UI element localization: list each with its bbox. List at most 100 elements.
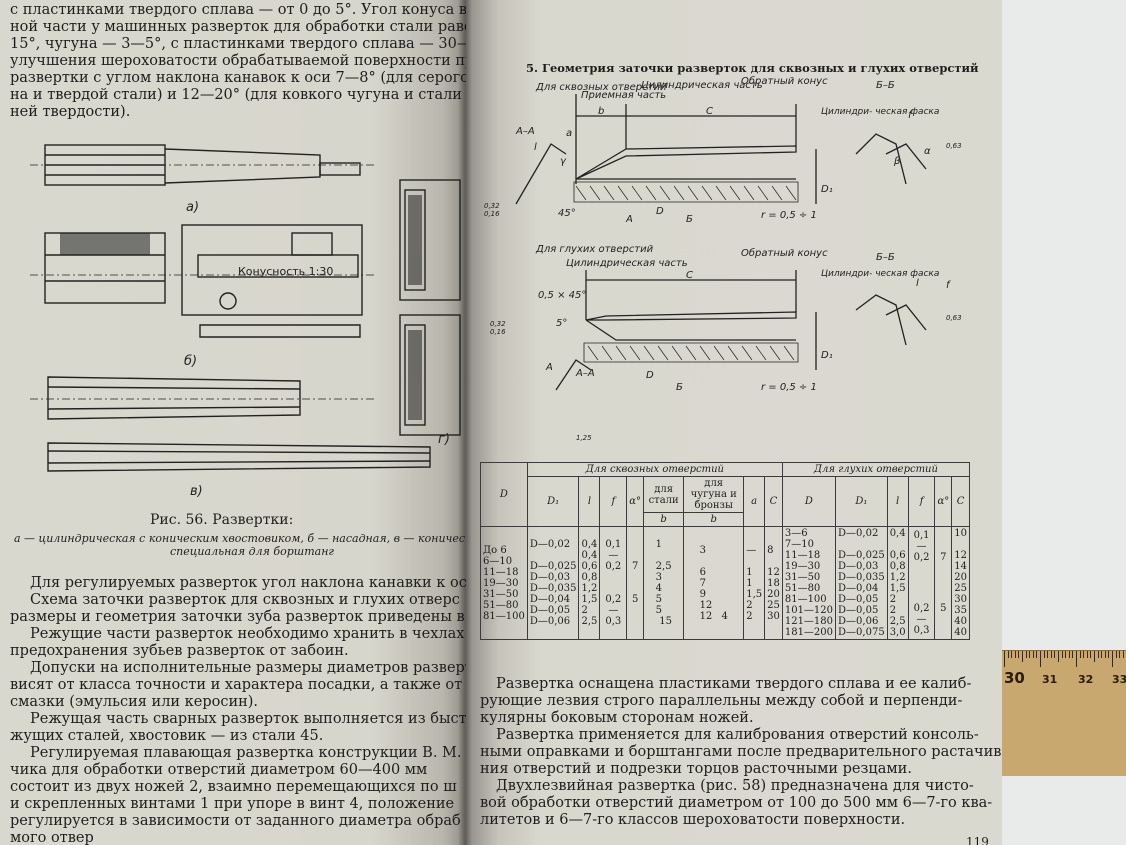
cell-blind-D1: D—0,02 D—0,025 D—0,03 D—0,035 D—0,04 D—0… <box>835 526 888 640</box>
ruler-tick <box>1094 651 1095 662</box>
chamfer-label: 0,5 × 45° <box>538 290 586 301</box>
cell-through-D1: D—0,02 D—0,025 D—0,03 D—0,035 D—0,04 D—0… <box>526 526 580 640</box>
figure-caption-title: Рис. 56. Развертки: <box>150 512 294 528</box>
text-line: чика для обработки отверстий диаметром 6… <box>10 762 428 778</box>
col-b-steel: b <box>643 512 685 527</box>
cell-through-a: — 1 1 1,5 2 2 <box>743 526 766 640</box>
cell-blind-C: 10 12 14 20 25 30 35 40 40 <box>951 526 970 640</box>
ruler-tick <box>1040 651 1041 667</box>
ruler-tick <box>1119 651 1121 658</box>
label-cylinder: Цилиндрическая часть <box>641 80 763 91</box>
text-line: висят от класса точности и характера пос… <box>10 677 463 693</box>
ruler-tick <box>1108 651 1110 658</box>
right-page: 5. Геометрия заточки разверток для сквоз… <box>466 0 1002 845</box>
dim-d1: D₁ <box>821 350 833 361</box>
cell-blind-alpha-1: 7 <box>940 552 947 563</box>
text-line: мого отвер <box>10 830 94 845</box>
ruler-tick <box>1065 651 1067 658</box>
figure-label-v: в) <box>190 484 203 499</box>
label-back-cone: Обратный конус <box>741 75 828 87</box>
diagram-heading: Для сквозных отверстий <box>535 82 667 93</box>
col-D: D <box>480 462 528 527</box>
text-line: с пластинками твердого сплава — от 0 до … <box>10 2 466 18</box>
text-line: Регулируемая плавающая развертка констру… <box>30 745 466 761</box>
text-line: ней твердости). <box>10 104 131 120</box>
ruler-tick <box>1025 651 1027 658</box>
reamer-figure-56: а) Конусность 1:30 б) г) в) <box>30 144 461 499</box>
col-D1: D₁ <box>526 476 580 527</box>
ruler-tick <box>1011 651 1013 658</box>
text-line: предохранения зубьев разверток от забоин… <box>10 643 349 659</box>
ruler-tick <box>1029 651 1031 658</box>
text-line: ной части у машинных разверток для обраб… <box>10 19 466 35</box>
section-bb: Б–Б <box>876 80 895 91</box>
cell-iron-gamma: 4 <box>721 610 728 622</box>
text-line: 15°, чугуна — 3—5°, с пластинками твердо… <box>10 36 466 52</box>
cell-through-f-1: 0,1—0,2 <box>605 539 622 572</box>
ruler-tick <box>1068 651 1070 658</box>
cell-blind-f-2: 0,2—0,3 <box>913 603 930 636</box>
ruler-number-30: 30 <box>1004 669 1025 687</box>
cell-through-f-2: 0,2—0,3 <box>605 594 622 627</box>
table-title: 5. Геометрия заточки разверток для сквоз… <box>526 61 979 75</box>
text-line: Для регулируемых разверток угол наклона … <box>30 575 466 591</box>
ruler-tick <box>1090 651 1092 658</box>
ruler-tick <box>1036 651 1038 658</box>
text-line: рующие лезвия строго параллельны между с… <box>480 693 963 709</box>
angle-alpha: α <box>924 146 931 157</box>
reamer-v-taper <box>47 376 301 420</box>
text-line: развертки с углом наклона канавок к оси … <box>10 70 466 86</box>
through-hole-diagram: Для сквозных отверстий Приемная часть Ци… <box>484 75 962 225</box>
text-line: смазки (эмульсия или керосин). <box>10 694 259 710</box>
text-line: Режущая часть сварных разверток выполняе… <box>30 711 466 727</box>
roughness-2: 0,16 <box>490 328 506 336</box>
cell-iron-b: 3 6 7 9 12 12 <box>699 544 713 622</box>
ruler-number-32: 32 <box>1078 673 1094 686</box>
ruler-tick <box>1004 651 1005 667</box>
cell-through-D: До 6 6—10 11—18 19—30 31—50 51—80 81—100 <box>480 526 528 640</box>
group-blind: Для глухих отверстий <box>781 462 971 477</box>
text-line: улучшения шероховатости обрабатываемой п… <box>10 53 466 69</box>
dim-l: l <box>916 278 919 289</box>
ruler-tick <box>1076 651 1077 667</box>
text-line: Развертка оснащена пластиками твердого с… <box>496 676 972 692</box>
cell-blind-alpha-2: 5 <box>940 603 947 614</box>
ruler-tick <box>1122 651 1124 658</box>
section-aa: А–А <box>575 368 595 379</box>
text-line: ными оправками и борштангами после предв… <box>480 744 1002 760</box>
dim-l: l <box>534 142 537 153</box>
col-D-blind: D <box>781 476 837 527</box>
diagram-heading: Для глухих отверстий <box>535 244 654 255</box>
angle-5: 5° <box>556 318 567 329</box>
cell-blind-alpha: 7 5 <box>934 526 953 640</box>
figure-label-b: б) <box>184 354 197 369</box>
col-a: a <box>743 476 766 527</box>
text-line: Двухлезвийная развертка (рис. 58) предна… <box>496 778 974 794</box>
cell-through-f: 0,1—0,2 0,2—0,3 <box>599 526 628 640</box>
col-alpha: α° <box>626 476 645 527</box>
ruler-tick <box>1054 651 1056 658</box>
letter-b: Б <box>686 214 693 225</box>
col-alpha-blind: α° <box>934 476 953 527</box>
ruler-number-33: 33 <box>1112 673 1126 686</box>
cell-through-alpha-1: 7 <box>631 561 639 572</box>
col-D1-blind: D₁ <box>835 476 888 527</box>
geometry-table: D Для сквозных отверстий Для глухих отве… <box>480 462 971 640</box>
book-gutter <box>458 0 472 845</box>
cell-through-steel: 1 2,5 3 4 5 5 15 <box>643 526 685 640</box>
letter-a: А <box>545 362 553 373</box>
section-aa: А–А <box>515 126 535 137</box>
cell-steel-gamma: 15 <box>659 616 672 627</box>
text-line: Допуски на исполнительные размеры диамет… <box>30 660 466 676</box>
col-l: l <box>578 476 601 527</box>
dim-f: f <box>946 280 951 291</box>
radius-label: r = 0,5 ÷ 1 <box>761 382 817 393</box>
col-C: C <box>764 476 783 527</box>
letter-b: Б <box>676 382 683 393</box>
ruler-tick <box>1014 651 1016 658</box>
label-back-cone: Обратный конус <box>741 247 828 259</box>
radius-label: r = 0,5 ÷ 1 <box>761 210 817 221</box>
text-line: литетов и 6—7-го классов шероховатости п… <box>480 812 906 828</box>
label-intake: Приемная часть <box>581 90 666 101</box>
label-cyl-chamfer: Цилиндри- ческая фаска <box>821 107 939 117</box>
